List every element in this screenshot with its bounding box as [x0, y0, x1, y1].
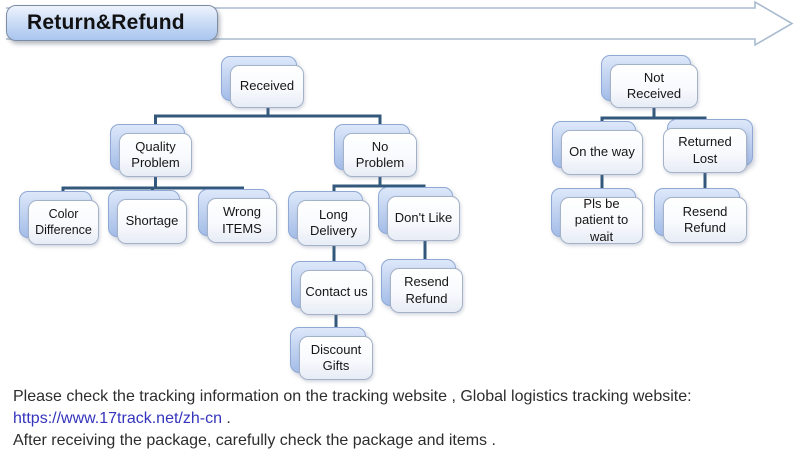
node-color-difference: Color Difference [19, 191, 99, 245]
page-title-label: Return&Refund [27, 11, 185, 34]
node-no-problem-label: No Problem [355, 138, 405, 170]
node-wrong-items: Wrong ITEMS [198, 189, 277, 243]
footer-note: Please check the tracking information on… [13, 386, 795, 452]
tracking-link[interactable]: https://www.17track.net/zh-cn [13, 410, 222, 427]
node-long-delivery-label: Long Delivery [310, 206, 357, 238]
footer-line-3: After receiving the package, carefully c… [13, 432, 496, 449]
node-color-difference-label: Color Difference [35, 206, 92, 237]
node-long-delivery: Long Delivery [288, 191, 370, 246]
node-wrong-items-label: Wrong ITEMS [222, 204, 262, 236]
node-resend-refund-left-label: Resend Refund [404, 274, 449, 306]
node-returned-lost-label: Returned Lost [678, 134, 732, 166]
node-shortage: Shortage [108, 190, 187, 244]
node-dont-like: Don't Like [378, 187, 460, 241]
node-resend-refund-right-label: Resend Refund [682, 203, 728, 235]
node-not-received: Not Received [601, 55, 698, 108]
node-pls-be-patient-label: Pls be patient to wait [574, 196, 629, 244]
footer-line-1: Please check the tracking information on… [13, 388, 692, 405]
node-resend-refund-left: Resend Refund [381, 259, 463, 313]
node-on-the-way-label: On the way [569, 144, 635, 160]
footer-link-suffix: . [221, 410, 231, 427]
node-contact-us: Contact us [291, 261, 373, 315]
node-pls-be-patient: Pls be patient to wait [551, 188, 643, 244]
node-received-label: Received [239, 78, 295, 94]
node-no-problem: No Problem [334, 124, 417, 177]
node-not-received-label: Not Received [626, 69, 682, 101]
node-resend-refund-right: Resend Refund [654, 188, 747, 243]
node-contact-us-label: Contact us [305, 284, 368, 300]
banner-arrow [6, 0, 794, 47]
node-quality-problem-label: Quality Problem [131, 138, 180, 170]
node-received: Received [221, 56, 304, 108]
node-shortage-label: Shortage [125, 213, 179, 229]
node-on-the-way: On the way [552, 121, 643, 175]
node-dont-like-label: Don't Like [394, 210, 453, 226]
node-quality-problem: Quality Problem [110, 124, 192, 177]
footer-line-2: https://www.17track.net/zh-cn . [13, 408, 795, 430]
page-title: Return&Refund [6, 5, 218, 41]
node-returned-lost: Returned Lost [663, 119, 753, 173]
node-discount-gifts: Discount Gifts [290, 327, 373, 380]
node-discount-gifts-label: Discount Gifts [310, 341, 362, 373]
